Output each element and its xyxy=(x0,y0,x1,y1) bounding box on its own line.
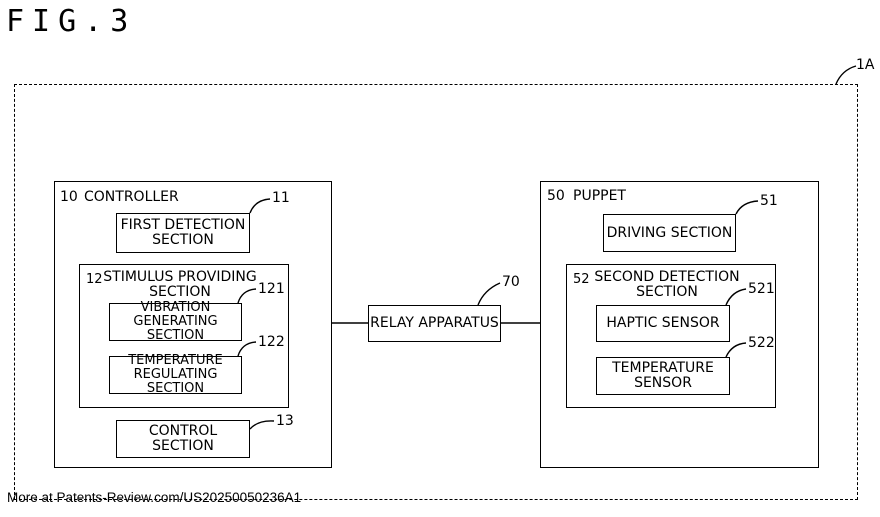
vibration-leader xyxy=(238,289,256,303)
haptic-sensor-leader xyxy=(726,289,746,305)
system-ref-leader xyxy=(836,66,856,84)
control-section-leader xyxy=(250,421,274,429)
relay-leader xyxy=(478,283,500,305)
driving-leader xyxy=(736,201,758,214)
temperature-sensor-leader xyxy=(726,343,746,357)
first-detection-leader xyxy=(250,199,270,213)
temperature-reg-leader xyxy=(238,342,256,356)
source-footer: More at Patents-Review.com/US20250050236… xyxy=(7,490,301,505)
